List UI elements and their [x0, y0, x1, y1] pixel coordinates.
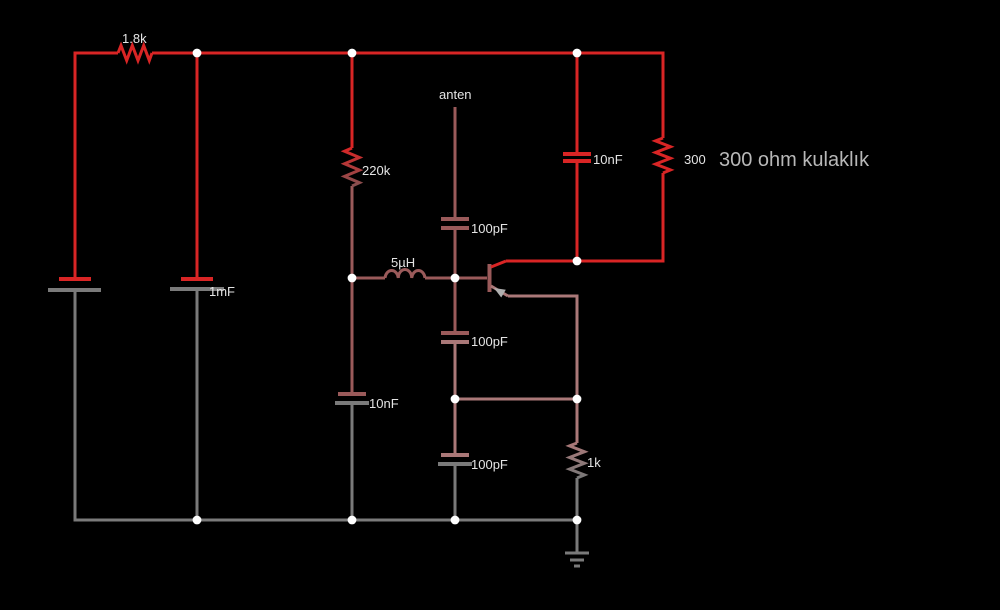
antenna-label[interactable]: anten: [439, 87, 472, 102]
resistor-1-8k-label: 1.8k: [122, 31, 147, 46]
supply-net-wires[interactable]: [73, 51, 665, 279]
annotation-text[interactable]: 300 ohm kulaklık: [719, 149, 870, 171]
capacitor-100pF-antenna-label: 100pF: [471, 221, 508, 236]
resistor-300[interactable]: 300: [651, 136, 706, 175]
transistor-emitter-arrow-icon: [494, 288, 506, 298]
junction-dots: [192, 48, 582, 525]
capacitor-10nF-output[interactable]: 10nF: [563, 152, 623, 167]
capacitor-100pF-feedback-top[interactable]: 100pF: [441, 331, 508, 349]
resistor-300-label: 300: [684, 152, 706, 167]
ground-net-wires[interactable]: [73, 289, 579, 553]
emitter-net-wires[interactable]: [453, 294, 579, 455]
capacitor-100pF-feedback-bottom[interactable]: 100pF: [438, 453, 508, 472]
pnp-transistor[interactable]: [487, 259, 509, 298]
capacitor-1mF[interactable]: 1mF: [170, 277, 235, 299]
transistor-collector-lead: [490, 259, 507, 269]
ground-symbol[interactable]: [565, 551, 589, 568]
resistor-1k-label: 1k: [587, 455, 601, 470]
resistor-220k-label: 220k: [362, 163, 391, 178]
capacitor-10nF-output-label: 10nF: [593, 152, 623, 167]
inductor-5uH-label: 5µH: [391, 255, 415, 270]
capacitor-100pF-feedback-top-label: 100pF: [471, 334, 508, 349]
capacitor-10nF-left[interactable]: 10nF: [335, 392, 399, 411]
inductor-5uH[interactable]: 5µH: [383, 255, 427, 279]
capacitor-100pF-antenna[interactable]: 100pF: [441, 217, 508, 236]
capacitor-1mF-label: 1mF: [209, 284, 235, 299]
resistor-220k[interactable]: 220k: [340, 146, 391, 188]
capacitor-100pF-feedback-bottom-label: 100pF: [471, 457, 508, 472]
resistor-1k[interactable]: 1k: [565, 441, 602, 480]
capacitor-10nF-left-label: 10nF: [369, 396, 399, 411]
resistor-1-8k[interactable]: 1.8k: [116, 31, 154, 65]
battery[interactable]: [48, 277, 101, 292]
